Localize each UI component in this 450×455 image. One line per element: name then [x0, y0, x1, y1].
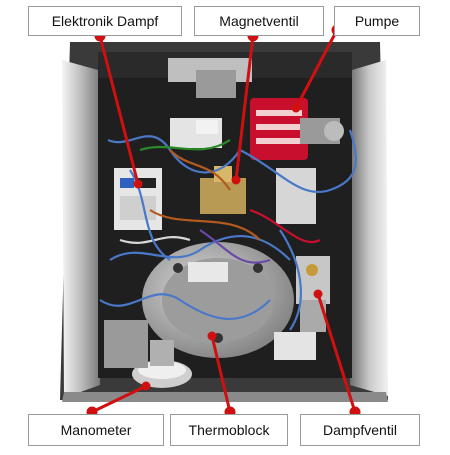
label-thermoblock: Thermoblock — [170, 414, 288, 446]
label-elektronik-dampf: Elektronik Dampf — [28, 6, 182, 36]
pump — [250, 98, 344, 160]
manometer — [132, 340, 192, 388]
thermoblock — [142, 242, 294, 358]
housing-right-wall — [350, 60, 388, 396]
housing-left-wall — [62, 60, 100, 398]
label-pumpe: Pumpe — [334, 6, 420, 36]
label-magnetventil: Magnetventil — [194, 6, 324, 36]
steam-electronics — [114, 168, 162, 230]
label-manometer: Manometer — [28, 414, 164, 446]
label-dampfventil: Dampfventil — [300, 414, 420, 446]
